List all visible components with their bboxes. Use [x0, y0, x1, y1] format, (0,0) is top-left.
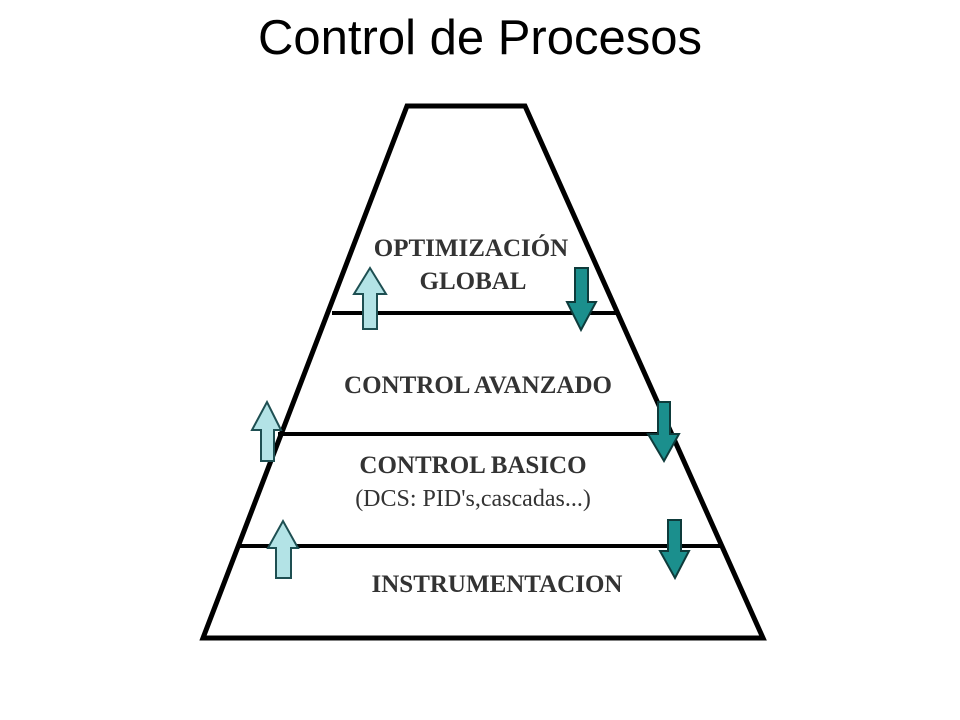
down-arrow-icon: [565, 267, 598, 333]
layer-optimization-line-2: GLOBAL: [420, 268, 527, 295]
layer-optimization-line-1: OPTIMIZACIÓN: [374, 234, 568, 262]
up-arrow-icon: [250, 399, 283, 462]
layer-basic-sublabel: (DCS: PID's,cascadas...): [355, 486, 591, 512]
down-arrow-icon: [658, 519, 691, 581]
up-arrow-icon: [266, 518, 300, 579]
up-arrow-icon: [352, 266, 388, 330]
layer-advanced-label: CONTROL AVANZADO: [344, 372, 612, 399]
layer-instrumentation-label: INSTRUMENTACION: [372, 571, 623, 598]
down-arrow-icon: [646, 401, 681, 464]
layer-basic-label: CONTROL BASICO: [359, 452, 586, 479]
slide-title: Control de Procesos: [258, 11, 702, 65]
